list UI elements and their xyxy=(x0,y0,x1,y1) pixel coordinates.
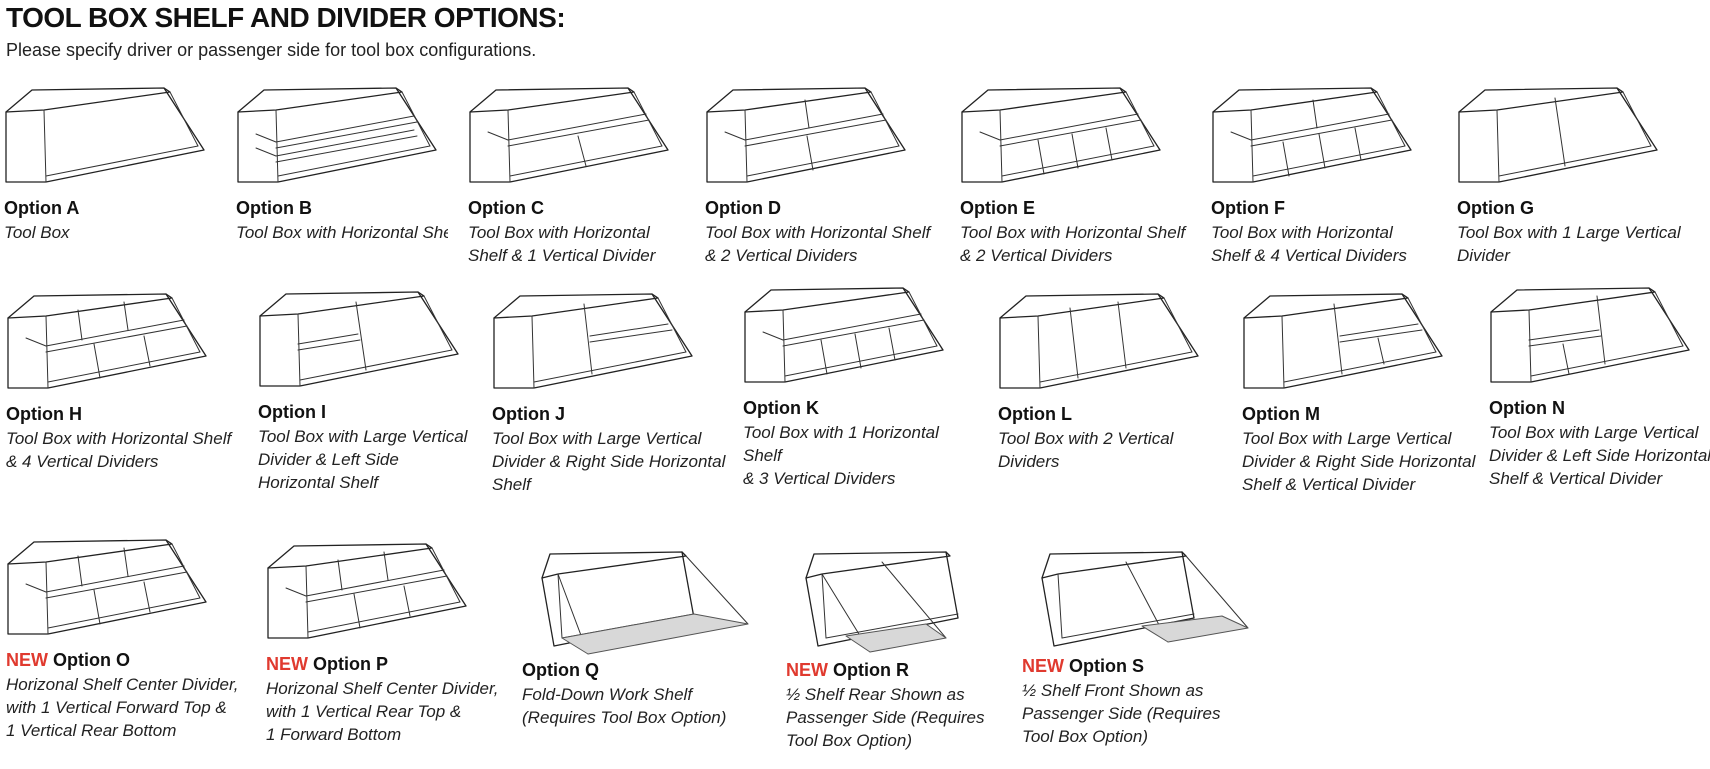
option-d-title: Option D xyxy=(705,198,781,218)
option-p-description: Horizonal Shelf Center Divider,with 1 Ve… xyxy=(266,679,499,744)
option-n-title: Option N xyxy=(1489,398,1565,418)
option-q-description: Fold-Down Work Shelf(Requires Tool Box O… xyxy=(522,685,727,727)
option-r-diagram xyxy=(805,551,959,653)
option-m-diagram xyxy=(1243,293,1443,389)
option-k-description: Tool Box with 1 Horizontal Shelf& 3 Vert… xyxy=(743,423,939,488)
option-h-description: Tool Box with Horizontal Shelf& 4 Vertic… xyxy=(6,429,232,471)
option-h[interactable]: Option H Tool Box with Horizontal Shelf&… xyxy=(6,293,246,473)
option-b-title: Option B xyxy=(236,198,312,218)
option-f-diagram xyxy=(1212,87,1412,183)
option-j-title: Option J xyxy=(492,404,565,424)
new-badge: NEW xyxy=(6,650,48,670)
option-c-title: Option C xyxy=(468,198,544,218)
new-badge: NEW xyxy=(786,660,828,680)
option-j-diagram xyxy=(493,293,693,389)
option-q[interactable]: Option Q Fold-Down Work Shelf(Requires T… xyxy=(522,548,762,729)
option-q-diagram xyxy=(541,551,749,655)
option-s-diagram xyxy=(1041,551,1249,647)
option-k-title: Option K xyxy=(743,398,819,418)
option-e[interactable]: Option E Tool Box with Horizontal Shelf&… xyxy=(960,87,1200,267)
option-a-title: Option A xyxy=(4,198,80,218)
option-i-title: Option I xyxy=(258,402,326,422)
option-m-title: Option M xyxy=(1242,404,1320,424)
option-a-diagram xyxy=(5,87,205,183)
option-d-diagram xyxy=(706,87,906,183)
option-g-diagram xyxy=(1458,87,1658,183)
option-i-diagram xyxy=(259,291,459,387)
option-l-diagram xyxy=(999,293,1199,389)
option-o-diagram xyxy=(7,539,207,635)
option-d-description: Tool Box with Horizontal Shelf& 2 Vertic… xyxy=(705,223,931,265)
option-e-description: Tool Box with Horizontal Shelf& 2 Vertic… xyxy=(960,223,1186,265)
option-g-title: Option G xyxy=(1457,198,1534,218)
option-a[interactable]: Option A Tool Box xyxy=(4,87,244,244)
page-title: TOOL BOX SHELF AND DIVIDER OPTIONS: xyxy=(6,2,566,33)
option-f-title: Option F xyxy=(1211,198,1285,218)
option-h-diagram xyxy=(7,293,207,389)
option-b[interactable]: Option B Tool Box with Horizontal Shel xyxy=(236,87,476,244)
option-q-title: Option Q xyxy=(522,660,599,680)
option-e-diagram xyxy=(961,87,1161,183)
option-k-diagram xyxy=(744,287,944,383)
option-a-description: Tool Box xyxy=(4,223,70,242)
option-l-title: Option L xyxy=(998,404,1072,424)
option-b-description: Tool Box with Horizontal Shel xyxy=(236,223,448,242)
page-subtitle: Please specify driver or passenger side … xyxy=(6,40,537,60)
new-badge: NEW xyxy=(266,654,308,674)
option-b-diagram xyxy=(237,87,437,183)
option-k[interactable]: Option K Tool Box with 1 Horizontal Shel… xyxy=(743,287,983,490)
option-n-diagram xyxy=(1490,287,1690,383)
option-p-diagram xyxy=(267,543,467,639)
option-e-title: Option E xyxy=(960,198,1035,218)
option-d[interactable]: Option D Tool Box with Horizontal Shelf&… xyxy=(705,87,945,267)
option-c-diagram xyxy=(469,87,669,183)
option-h-title: Option H xyxy=(6,404,82,424)
new-badge: NEW xyxy=(1022,656,1064,676)
option-o-description: Horizonal Shelf Center Divider,with 1 Ve… xyxy=(6,675,239,740)
